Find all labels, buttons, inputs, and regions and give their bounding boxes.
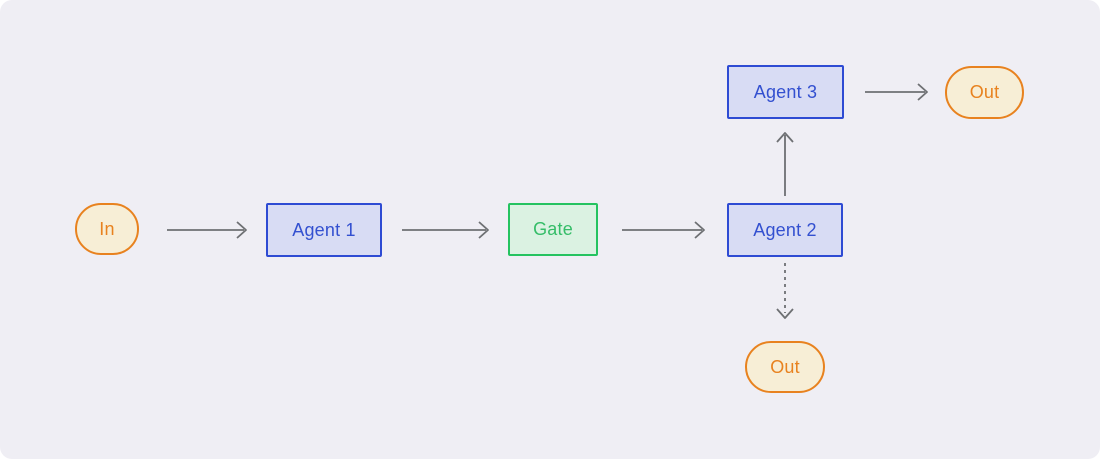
edge-agent1-gate — [402, 221, 489, 239]
edge-agent2-out-arrowhead — [776, 308, 794, 319]
node-agent1: Agent 1 — [266, 203, 382, 257]
edge-gate-agent2 — [622, 221, 705, 239]
node-in-label: In — [99, 218, 115, 239]
node-agent2-label: Agent 2 — [753, 219, 817, 240]
node-agent3-label: Agent 3 — [753, 81, 818, 102]
edge-in-agent1 — [167, 221, 247, 239]
node-in: In — [75, 203, 139, 255]
node-out-top-label: Out — [969, 82, 1000, 102]
node-out-bottom: Out — [745, 341, 825, 393]
edge-agent3-out — [865, 83, 928, 101]
node-out-bottom-label: Out — [770, 356, 800, 377]
node-agent1-label: Agent 1 — [292, 219, 356, 240]
node-agent2: Agent 2 — [727, 203, 843, 257]
node-agent3: Agent 3 — [727, 65, 844, 119]
node-out-top: Out — [945, 66, 1024, 119]
node-gate: Gate — [508, 203, 598, 256]
edge-agent2-agent3 — [776, 132, 794, 196]
node-gate-label: Gate — [533, 219, 573, 239]
